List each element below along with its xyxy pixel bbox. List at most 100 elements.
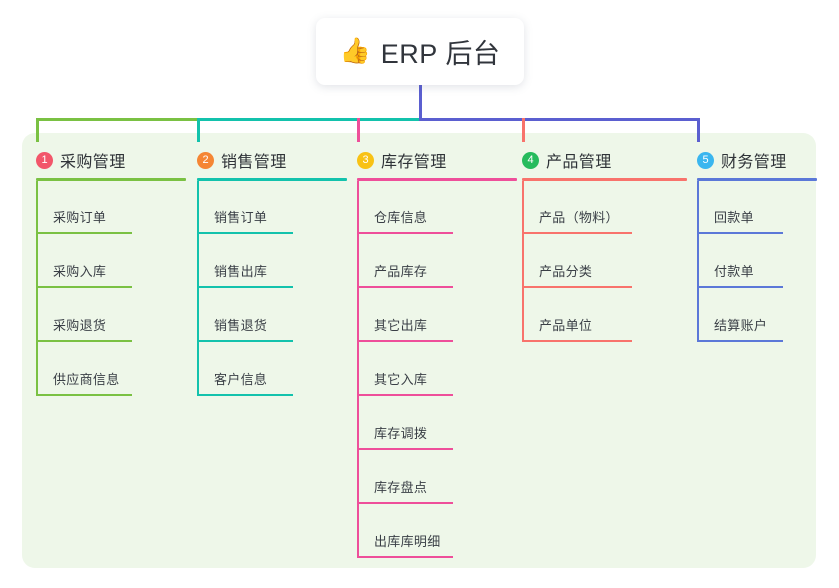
column-number-badge: 4 — [522, 151, 539, 169]
menu-item-rule — [197, 394, 293, 396]
column-4: 4 产品管理 — [508, 148, 693, 181]
menu-item-rule — [522, 286, 632, 288]
menu-item[interactable]: 销售订单 — [197, 209, 293, 234]
connector-drop-4 — [522, 118, 525, 142]
menu-item-label: 采购退货 — [53, 318, 107, 333]
menu-item[interactable]: 销售出库 — [197, 263, 293, 288]
menu-item-label: 供应商信息 — [53, 372, 120, 387]
menu-item[interactable]: 产品（物料） — [522, 209, 632, 234]
column-header-rule — [357, 178, 517, 181]
menu-item-rule — [357, 556, 453, 558]
bus-segment-mid — [198, 118, 422, 121]
menu-item[interactable]: 产品库存 — [357, 263, 453, 288]
menu-item-label: 销售订单 — [214, 210, 268, 225]
root-stem-line — [419, 85, 422, 121]
menu-item-label: 其它出库 — [374, 318, 428, 333]
menu-item-label: 结算账户 — [714, 318, 768, 333]
menu-item-rule — [197, 340, 293, 342]
menu-item-rule — [36, 394, 132, 396]
menu-item-label: 采购入库 — [53, 264, 107, 279]
menu-item-rule — [36, 286, 132, 288]
menu-item-rule — [522, 232, 632, 234]
bus-segment-left — [36, 118, 198, 121]
menu-item-rule — [357, 502, 453, 504]
menu-item-label: 销售退货 — [214, 318, 268, 333]
column-header-3[interactable]: 3 库存管理 — [343, 148, 523, 172]
menu-item-rule — [357, 232, 453, 234]
column-title: 采购管理 — [60, 154, 126, 171]
menu-item-label: 产品库存 — [374, 264, 428, 279]
menu-item[interactable]: 出库库明细 — [357, 533, 453, 558]
menu-item-label: 出库库明细 — [374, 534, 441, 549]
connector-drop-2 — [197, 118, 200, 142]
diagram-panel — [22, 133, 816, 568]
column-spine-2 — [197, 181, 199, 396]
menu-item[interactable]: 客户信息 — [197, 371, 293, 396]
menu-item-rule — [357, 340, 453, 342]
column-header-5[interactable]: 5 财务管理 — [683, 148, 823, 172]
column-title: 销售管理 — [221, 154, 287, 171]
column-spine-3 — [357, 181, 359, 558]
column-number-badge: 1 — [36, 151, 53, 169]
column-title: 产品管理 — [546, 154, 612, 171]
menu-item-rule — [522, 340, 632, 342]
thumbs-up-icon: 👍 — [339, 37, 371, 65]
menu-item-rule — [197, 286, 293, 288]
column-number-badge: 5 — [697, 151, 714, 169]
menu-item[interactable]: 回款单 — [697, 209, 783, 234]
menu-item[interactable]: 仓库信息 — [357, 209, 453, 234]
menu-item-label: 产品（物料） — [539, 210, 619, 225]
column-title: 库存管理 — [381, 154, 447, 171]
column-3: 3 库存管理 — [343, 148, 523, 181]
menu-item[interactable]: 供应商信息 — [36, 371, 132, 396]
column-header-rule — [522, 178, 687, 181]
menu-item-label: 库存盘点 — [374, 480, 428, 495]
column-header-1[interactable]: 1 采购管理 — [22, 148, 192, 172]
column-number-badge: 2 — [197, 151, 214, 169]
menu-item-rule — [697, 286, 783, 288]
menu-item[interactable]: 其它入库 — [357, 371, 453, 396]
page-title: ERP 后台 — [380, 39, 501, 69]
menu-item-rule — [697, 232, 783, 234]
menu-item[interactable]: 其它出库 — [357, 317, 453, 342]
menu-item-label: 产品单位 — [539, 318, 593, 333]
menu-item[interactable]: 采购订单 — [36, 209, 132, 234]
menu-item[interactable]: 产品分类 — [522, 263, 632, 288]
menu-item-rule — [357, 286, 453, 288]
menu-item-rule — [197, 232, 293, 234]
connector-drop-5 — [697, 118, 700, 142]
menu-item-label: 采购订单 — [53, 210, 107, 225]
menu-item-rule — [36, 232, 132, 234]
menu-item-rule — [357, 394, 453, 396]
column-header-4[interactable]: 4 产品管理 — [508, 148, 693, 172]
menu-item-label: 其它入库 — [374, 372, 428, 387]
menu-item[interactable]: 采购入库 — [36, 263, 132, 288]
menu-item[interactable]: 销售退货 — [197, 317, 293, 342]
menu-item-label: 仓库信息 — [374, 210, 428, 225]
menu-item[interactable]: 库存调拨 — [357, 425, 453, 450]
bus-segment-right — [419, 118, 700, 121]
menu-item-label: 销售出库 — [214, 264, 268, 279]
menu-item[interactable]: 库存盘点 — [357, 479, 453, 504]
menu-item-rule — [36, 340, 132, 342]
column-header-2[interactable]: 2 销售管理 — [183, 148, 353, 172]
menu-item-label: 客户信息 — [214, 372, 268, 387]
column-spine-5 — [697, 181, 699, 342]
menu-item-label: 库存调拨 — [374, 426, 428, 441]
column-number-badge: 3 — [357, 151, 374, 169]
menu-item[interactable]: 采购退货 — [36, 317, 132, 342]
menu-item[interactable]: 付款单 — [697, 263, 783, 288]
menu-item[interactable]: 产品单位 — [522, 317, 632, 342]
menu-item-rule — [357, 448, 453, 450]
column-1: 1 采购管理 — [22, 148, 192, 181]
connector-drop-3 — [357, 118, 360, 142]
menu-item[interactable]: 结算账户 — [697, 317, 783, 342]
column-5: 5 财务管理 — [683, 148, 823, 181]
diagram-title-card[interactable]: 👍 ERP 后台 — [316, 18, 524, 85]
column-spine-4 — [522, 181, 524, 342]
menu-item-label: 付款单 — [714, 264, 754, 279]
menu-item-label: 回款单 — [714, 210, 754, 225]
column-header-rule — [697, 178, 817, 181]
column-title: 财务管理 — [721, 154, 787, 171]
